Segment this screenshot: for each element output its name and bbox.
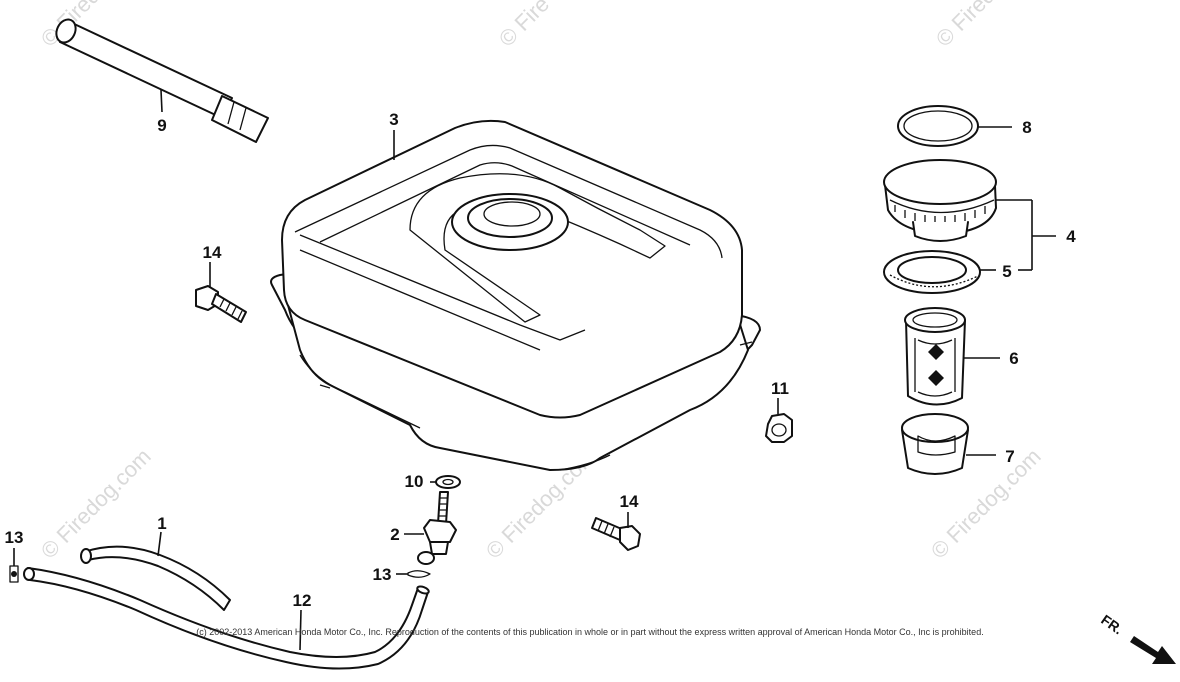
callout-8: 8 bbox=[1022, 118, 1031, 137]
front-arrow-icon bbox=[1130, 636, 1176, 664]
callout-10: 10 bbox=[405, 472, 424, 491]
callout-6: 6 bbox=[1009, 349, 1018, 368]
part-13-clip-right bbox=[407, 570, 431, 578]
front-label: FR. bbox=[1098, 611, 1126, 637]
callout-12: 12 bbox=[293, 591, 312, 610]
callout-3: 3 bbox=[389, 110, 398, 129]
part-9-tube bbox=[55, 18, 269, 143]
callout-13-left: 13 bbox=[5, 528, 24, 547]
part-11-nut bbox=[765, 413, 793, 443]
callout-14-lower: 14 bbox=[620, 492, 639, 511]
callout-labels: 9 3 8 4 5 6 7 11 14 14 10 2 13 13 1 12 bbox=[5, 110, 1077, 610]
part-6-strainer bbox=[904, 307, 966, 406]
part-10-washer bbox=[435, 475, 461, 489]
part-1-tube-short bbox=[80, 545, 231, 611]
callout-4: 4 bbox=[1066, 227, 1076, 246]
watermark-top: © Fire bbox=[494, 0, 554, 52]
watermark-tr: © Firedog.com bbox=[931, 0, 1051, 52]
watermark-bl: © Firedog.com bbox=[36, 444, 156, 564]
callout-9: 9 bbox=[157, 116, 166, 135]
callout-2: 2 bbox=[390, 525, 399, 544]
part-12-tube-long bbox=[23, 567, 430, 670]
callout-13-right: 13 bbox=[373, 565, 392, 584]
copyright-notice: (c) 2002-2013 American Honda Motor Co., … bbox=[196, 627, 983, 637]
part-14-bolt-lower bbox=[591, 517, 641, 551]
part-8-ring bbox=[897, 105, 979, 147]
leader-lines bbox=[13, 89, 1056, 651]
part-13-clip-left bbox=[9, 565, 19, 583]
part-4-fuel-cap bbox=[883, 159, 997, 242]
part-5-gasket bbox=[883, 250, 981, 294]
part-14-bolt-upper bbox=[195, 285, 247, 323]
front-direction-indicator: FR. bbox=[1098, 611, 1176, 664]
callout-11: 11 bbox=[771, 379, 789, 398]
callout-14-upper: 14 bbox=[203, 243, 222, 262]
callout-5: 5 bbox=[1002, 262, 1011, 281]
callout-1: 1 bbox=[157, 514, 166, 533]
part-3-fuel-tank bbox=[270, 119, 761, 471]
part-2-fuel-valve bbox=[417, 491, 457, 565]
part-7-collar bbox=[901, 413, 969, 475]
callout-7: 7 bbox=[1005, 447, 1014, 466]
